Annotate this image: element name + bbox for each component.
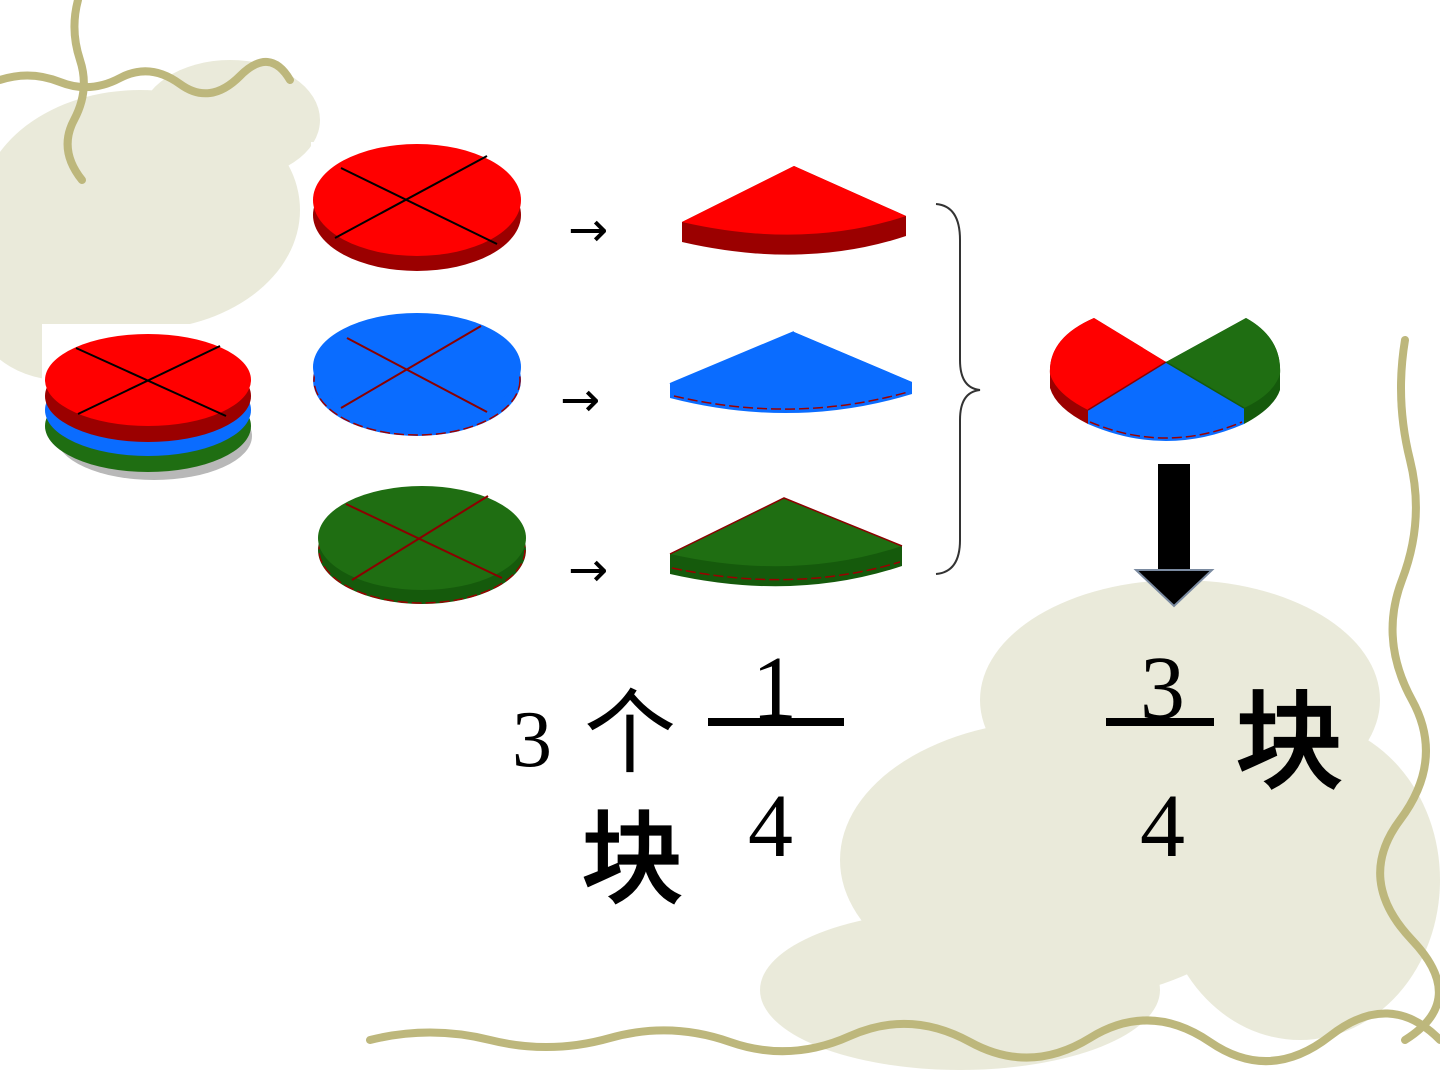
count-label: 3	[512, 696, 552, 784]
right-denominator: 4	[1140, 777, 1185, 876]
pie-quartered-icon	[318, 486, 526, 604]
arrow-right-2: →	[560, 372, 601, 428]
stacked-pie-icon	[42, 324, 260, 480]
pie-slice-icon	[682, 166, 906, 255]
arrow-right-3: →	[568, 542, 609, 598]
right-fraction-bar	[1106, 718, 1214, 726]
measure-word-label: 个	[584, 680, 677, 787]
left-fraction-bar	[708, 718, 844, 726]
pie-quartered-icon	[311, 142, 526, 277]
pie-slice-icon	[669, 331, 912, 414]
left-denominator: 4	[748, 777, 793, 876]
pie-slice-icon	[669, 497, 903, 587]
left-unit-label: 块	[582, 801, 682, 918]
pie-quartered-icon	[311, 312, 526, 437]
combined-pie-icon	[1049, 318, 1281, 441]
down-arrow-icon	[1133, 464, 1215, 608]
right-unit-label: 块	[1236, 681, 1342, 804]
right-brace-icon	[935, 203, 981, 575]
arrow-right-1: →	[568, 202, 609, 258]
